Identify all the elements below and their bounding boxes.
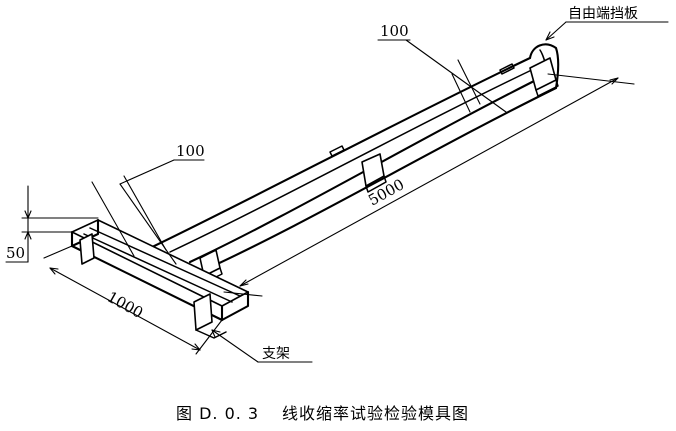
width-left-dim-label: 100 (176, 142, 205, 160)
figure-title: 线收缩率试验检验模具图 (282, 404, 469, 423)
dimension-width-left: 100 (91, 142, 205, 265)
trough-supports (199, 57, 559, 283)
end-plate-label: 自由端挡板 (568, 6, 638, 22)
base-length-dim-label: 1000 (104, 288, 146, 322)
leader-end-plate: 自由端挡板 (545, 6, 669, 41)
figure-caption: 图 D. 0. 3 线收缩率试验检验模具图 (176, 404, 469, 423)
dimension-height: 50 (5, 185, 99, 263)
figure-number: 图 D. 0. 3 (176, 404, 259, 423)
height-dim-label: 50 (6, 244, 25, 262)
leader-support: 支架 (211, 329, 313, 363)
dimension-width-top: 100 (377, 22, 507, 113)
long-trough (148, 43, 560, 274)
base-trough (70, 218, 250, 339)
width-top-dim-label: 100 (380, 22, 409, 40)
support-label: 支架 (262, 346, 290, 362)
